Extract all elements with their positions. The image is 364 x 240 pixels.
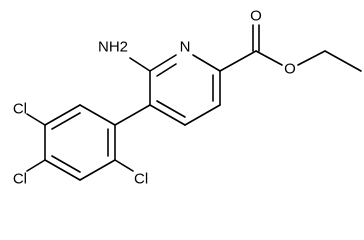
double-bond-ar-3-4	[51, 155, 81, 173]
bond-ar-3-4	[44, 159, 81, 181]
chlorine-right-label: Cl	[134, 171, 148, 188]
bond-ester-o-ch2	[297, 50, 326, 66]
amino-label: NH2	[98, 39, 128, 56]
trichlorophenyl-ring	[26, 104, 151, 181]
double-bond-c6-n1	[156, 63, 177, 77]
bond-ch2-ch3	[324, 50, 362, 72]
bond-c6-n1	[149, 54, 177, 72]
bond-c4-c5	[149, 104, 186, 126]
chemical-structure-diagram: N NH2 O O Cl Cl Cl	[13, 8, 362, 188]
bond-c3-c4	[184, 104, 221, 126]
bond-carbonyl-ester-o	[255, 50, 283, 66]
double-bond-ar-5-6	[51, 112, 81, 130]
bond-n1-c2	[192, 54, 221, 72]
bond-c2-carbonyl	[219, 50, 257, 72]
chlorine-mid-label: Cl	[13, 171, 27, 188]
atom-labels: N NH2 O O Cl Cl Cl	[13, 8, 296, 188]
ethyl-ester-group	[219, 24, 362, 72]
bond-ar-2-3	[79, 159, 116, 181]
pyridine-ring	[149, 54, 221, 126]
amino-group	[129, 57, 151, 72]
ring-nitrogen-label: N	[180, 39, 191, 56]
bond-ar-5-6	[44, 104, 81, 126]
bond-c6-nh2	[129, 57, 151, 72]
bond-ar-6-1	[79, 104, 116, 126]
chlorine-top-label: Cl	[13, 101, 27, 118]
double-bond-c4-c5	[156, 100, 186, 118]
bond-c-cl-top	[26, 113, 46, 126]
carbonyl-oxygen-label: O	[250, 8, 262, 25]
bond-c-cl-mid	[26, 159, 46, 172]
ester-oxygen-label: O	[284, 61, 296, 78]
bond-c5-c1prime	[114, 104, 151, 126]
bond-c-cl-right	[114, 159, 134, 172]
